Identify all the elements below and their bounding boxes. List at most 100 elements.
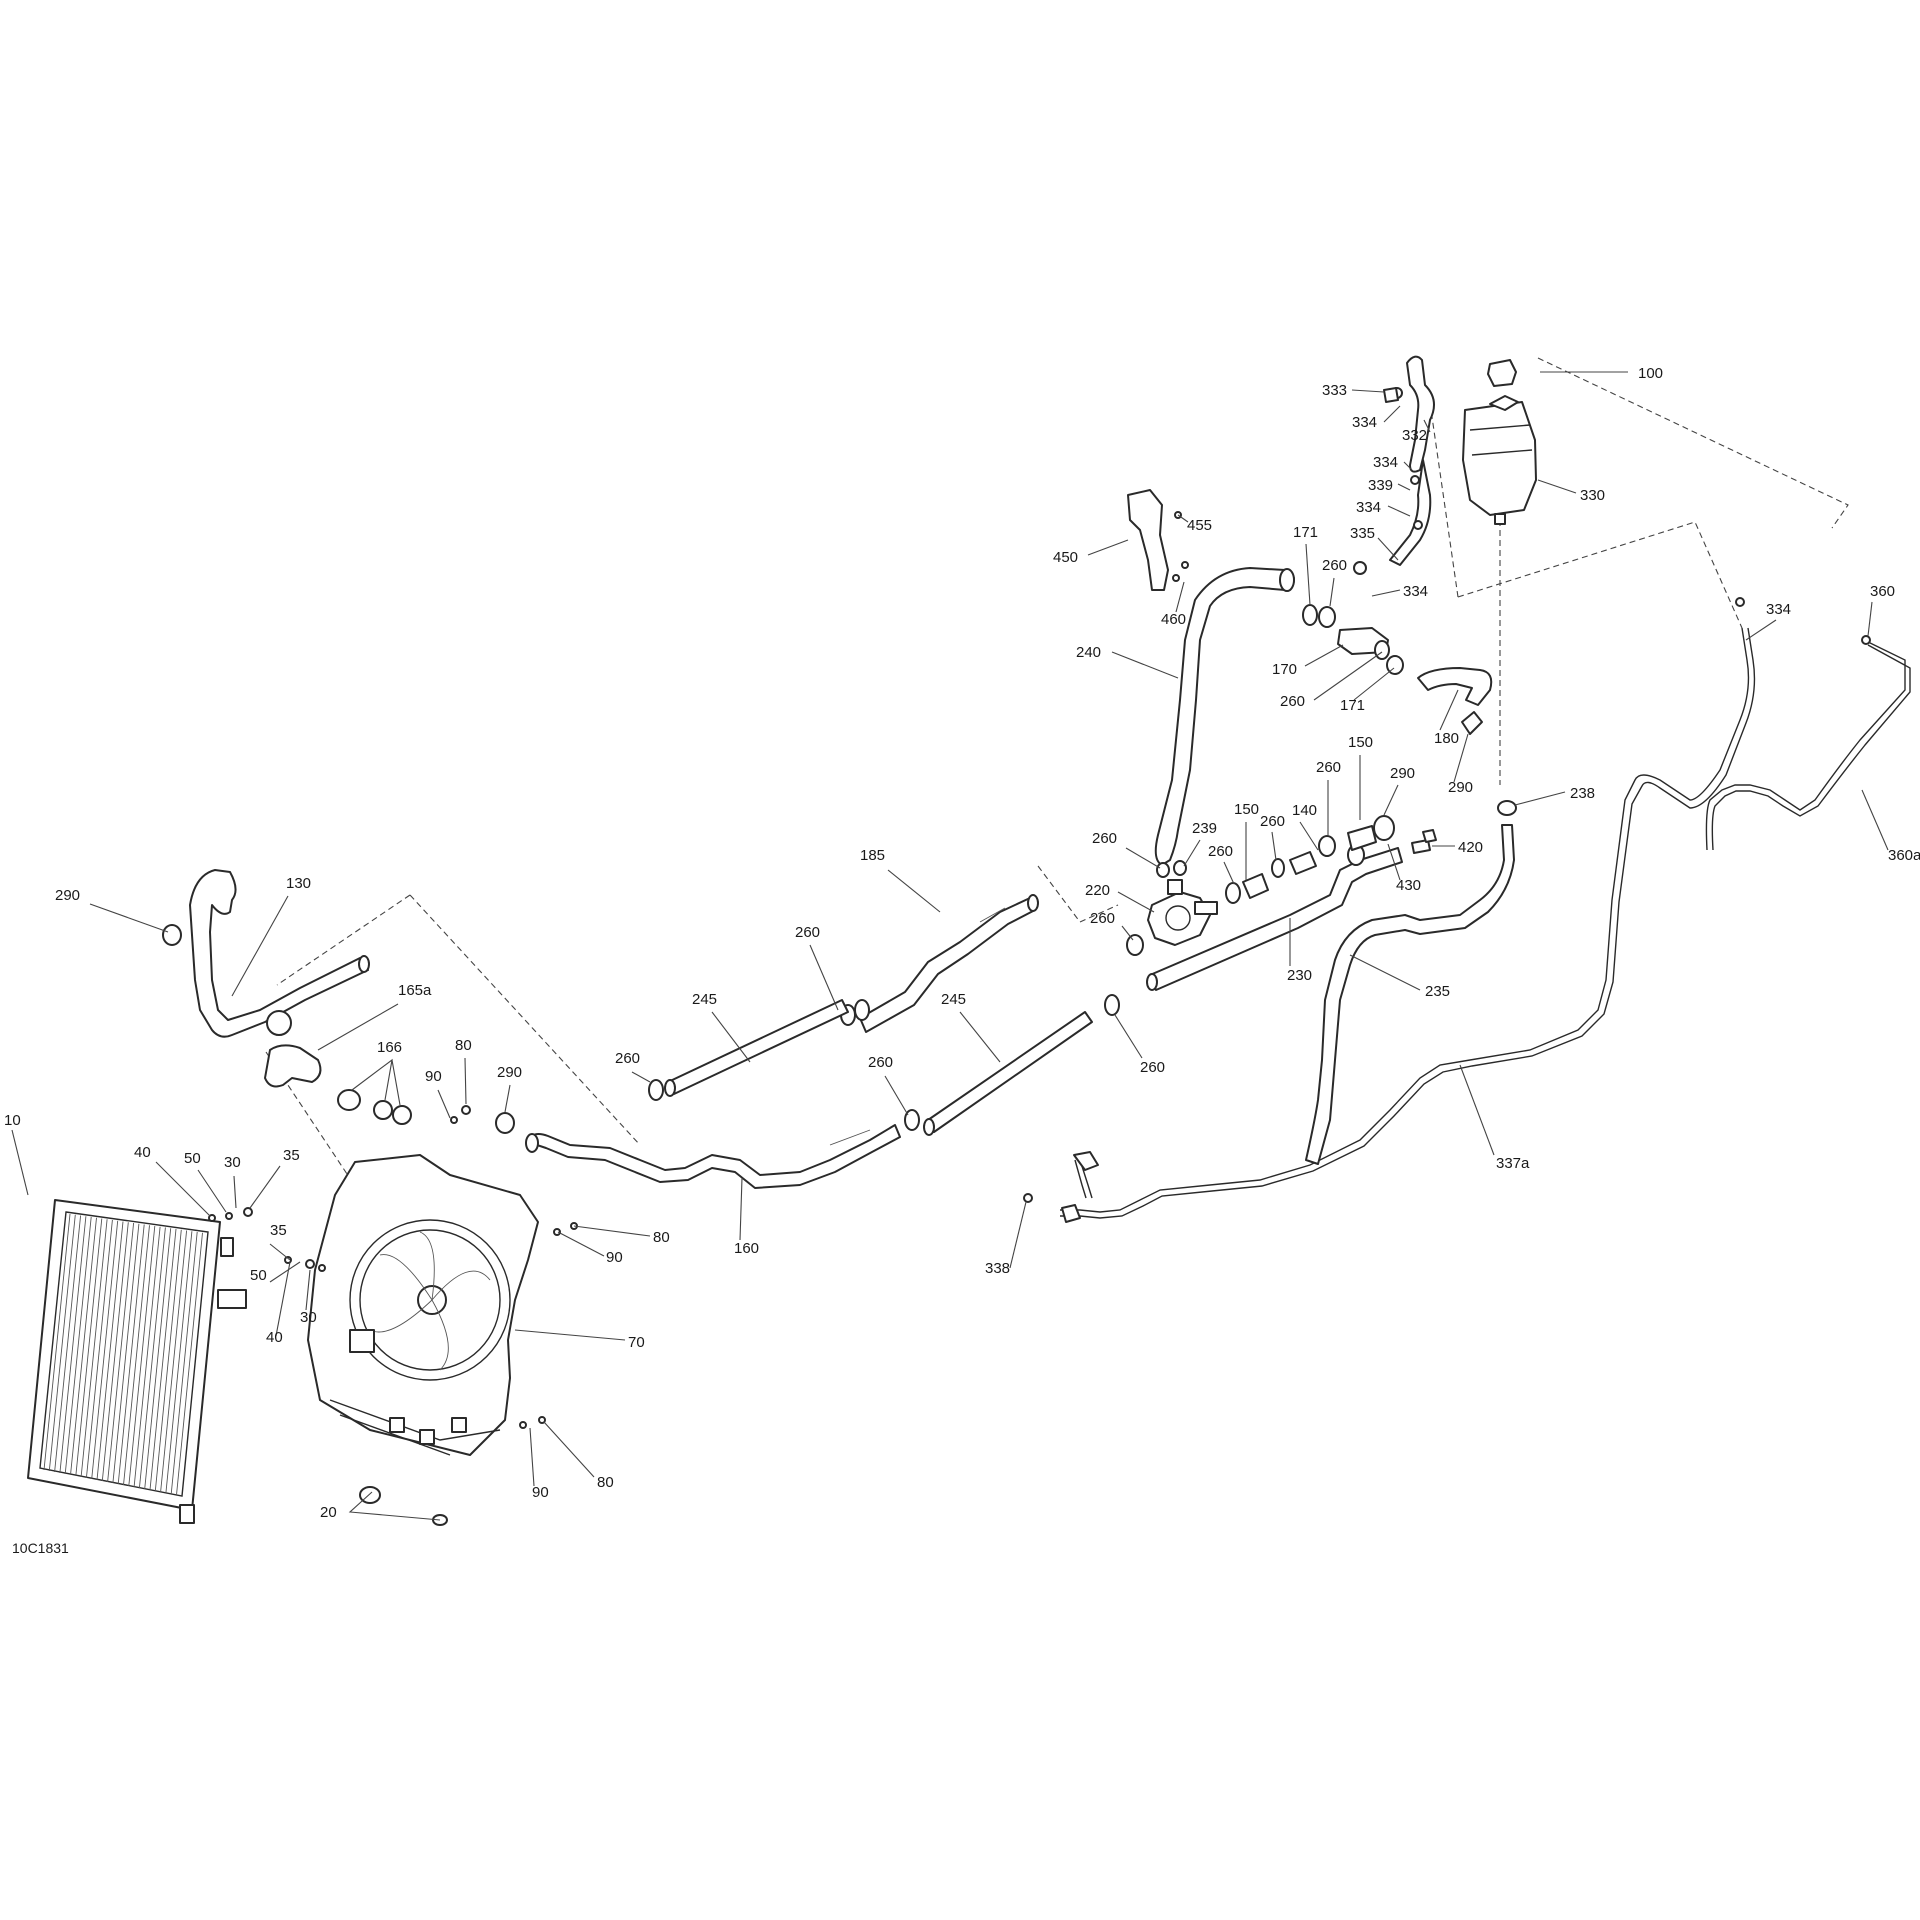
callout-c260k: 260 <box>868 1054 893 1071</box>
radiator-fin <box>96 1221 124 1481</box>
callout-c333: 333 <box>1322 382 1347 399</box>
hose-185 <box>840 894 1039 1033</box>
callout-c40b: 40 <box>266 1329 283 1346</box>
leader-c334c <box>1387 505 1411 517</box>
fitting-170-group <box>1302 604 1404 675</box>
leader-c35b <box>269 1243 291 1261</box>
overflow-line-337a <box>1060 597 1756 1223</box>
leader-c50a <box>197 1169 227 1213</box>
drawing-number: 10C1831 <box>12 1540 69 1556</box>
leader-c245a <box>711 1011 751 1063</box>
callout-c220: 220 <box>1085 882 1110 899</box>
overflow-line-360a <box>1705 635 1911 851</box>
leader-c334a <box>1383 405 1401 423</box>
leader-c333 <box>1351 389 1385 393</box>
callout-c460: 460 <box>1161 611 1186 628</box>
callout-c150a: 150 <box>1348 734 1373 751</box>
leader-c80a <box>464 1057 467 1105</box>
leader-c334d <box>1371 589 1401 597</box>
callout-c165a: 165a <box>398 982 432 999</box>
callout-c40a: 40 <box>134 1144 151 1161</box>
callout-c338: 338 <box>985 1260 1010 1277</box>
radiator-fin <box>165 1231 193 1494</box>
radiator-fin <box>107 1222 135 1483</box>
callout-c455: 455 <box>1187 517 1212 534</box>
callout-c100: 100 <box>1638 365 1663 382</box>
hose-235 <box>1305 800 1517 1165</box>
radiator-fin <box>101 1222 129 1482</box>
callout-c30b: 30 <box>300 1309 317 1326</box>
callout-c334a: 334 <box>1352 414 1377 431</box>
callout-c290a: 290 <box>1390 765 1415 782</box>
callout-c290c: 290 <box>55 887 80 904</box>
leader-c165a <box>317 1003 399 1051</box>
radiator-fin <box>75 1218 103 1477</box>
callout-c420: 420 <box>1458 839 1483 856</box>
leader-c50b <box>269 1261 301 1283</box>
leader-c260b <box>1313 651 1383 701</box>
leader-c260f <box>1271 831 1277 861</box>
leader-c10 <box>11 1129 29 1196</box>
callout-c10: 10 <box>4 1112 21 1129</box>
callout-c230: 230 <box>1287 967 1312 984</box>
radiator-fin <box>112 1223 140 1484</box>
radiator-fin <box>70 1217 97 1476</box>
leader-c90c <box>529 1427 535 1487</box>
callout-c180: 180 <box>1434 730 1459 747</box>
leader-c171b <box>1353 667 1395 701</box>
radiator <box>27 1199 247 1524</box>
callout-c290b: 290 <box>1448 779 1473 796</box>
hose-130 <box>162 869 370 1088</box>
leader-c90b <box>557 1231 605 1257</box>
leader-c450 <box>1087 539 1129 556</box>
callout-c335: 335 <box>1350 525 1375 542</box>
callout-c171a: 171 <box>1293 524 1318 541</box>
callout-c260h: 260 <box>795 924 820 941</box>
leader-c238 <box>1514 791 1566 806</box>
bracket-450 <box>1127 489 1189 591</box>
leader-c30b <box>305 1269 311 1311</box>
radiator-fin <box>117 1224 145 1485</box>
callout-c260f: 260 <box>1260 813 1285 830</box>
leader-c130 <box>231 895 289 997</box>
radiator-fin <box>170 1231 198 1495</box>
fasteners <box>208 1105 1033 1526</box>
leader-c260g <box>1121 925 1134 941</box>
leader-c334e <box>1745 619 1777 641</box>
radiator-fin <box>133 1226 161 1488</box>
leader-c455 <box>1177 514 1189 523</box>
leader-c40a <box>155 1161 211 1217</box>
leader-c235 <box>1349 954 1421 991</box>
callout-c170: 170 <box>1272 661 1297 678</box>
callout-c360: 360 <box>1870 583 1895 600</box>
leader-c338 <box>1009 1201 1027 1269</box>
callout-c150b: 150 <box>1234 801 1259 818</box>
leader-c166 <box>351 1058 401 1106</box>
callout-c238: 238 <box>1570 785 1595 802</box>
hose-180 <box>1417 667 1493 735</box>
leader-c185 <box>887 869 941 913</box>
leader-c260i <box>1114 1014 1143 1059</box>
callout-c450: 450 <box>1053 549 1078 566</box>
hose-240 <box>1154 567 1295 866</box>
callout-c430: 430 <box>1396 877 1421 894</box>
clamps-166 <box>337 1089 515 1134</box>
leader-c360a <box>1861 789 1889 851</box>
leader-c220 <box>1117 891 1155 913</box>
callout-c185: 185 <box>860 847 885 864</box>
leader-c260d <box>1125 847 1161 869</box>
leader-c140 <box>1299 821 1319 851</box>
radiator-fin <box>128 1225 156 1487</box>
callout-c334e: 334 <box>1766 601 1791 618</box>
callout-c30a: 30 <box>224 1154 241 1171</box>
callout-c35b: 35 <box>270 1222 287 1239</box>
leader-c430 <box>1387 843 1401 881</box>
tube-230 <box>1146 847 1403 991</box>
leader-c334b <box>1403 461 1413 471</box>
leader-c30a <box>233 1175 237 1209</box>
leader-c180 <box>1439 689 1459 731</box>
callout-c171b: 171 <box>1340 697 1365 714</box>
radiator-fin <box>144 1228 172 1490</box>
